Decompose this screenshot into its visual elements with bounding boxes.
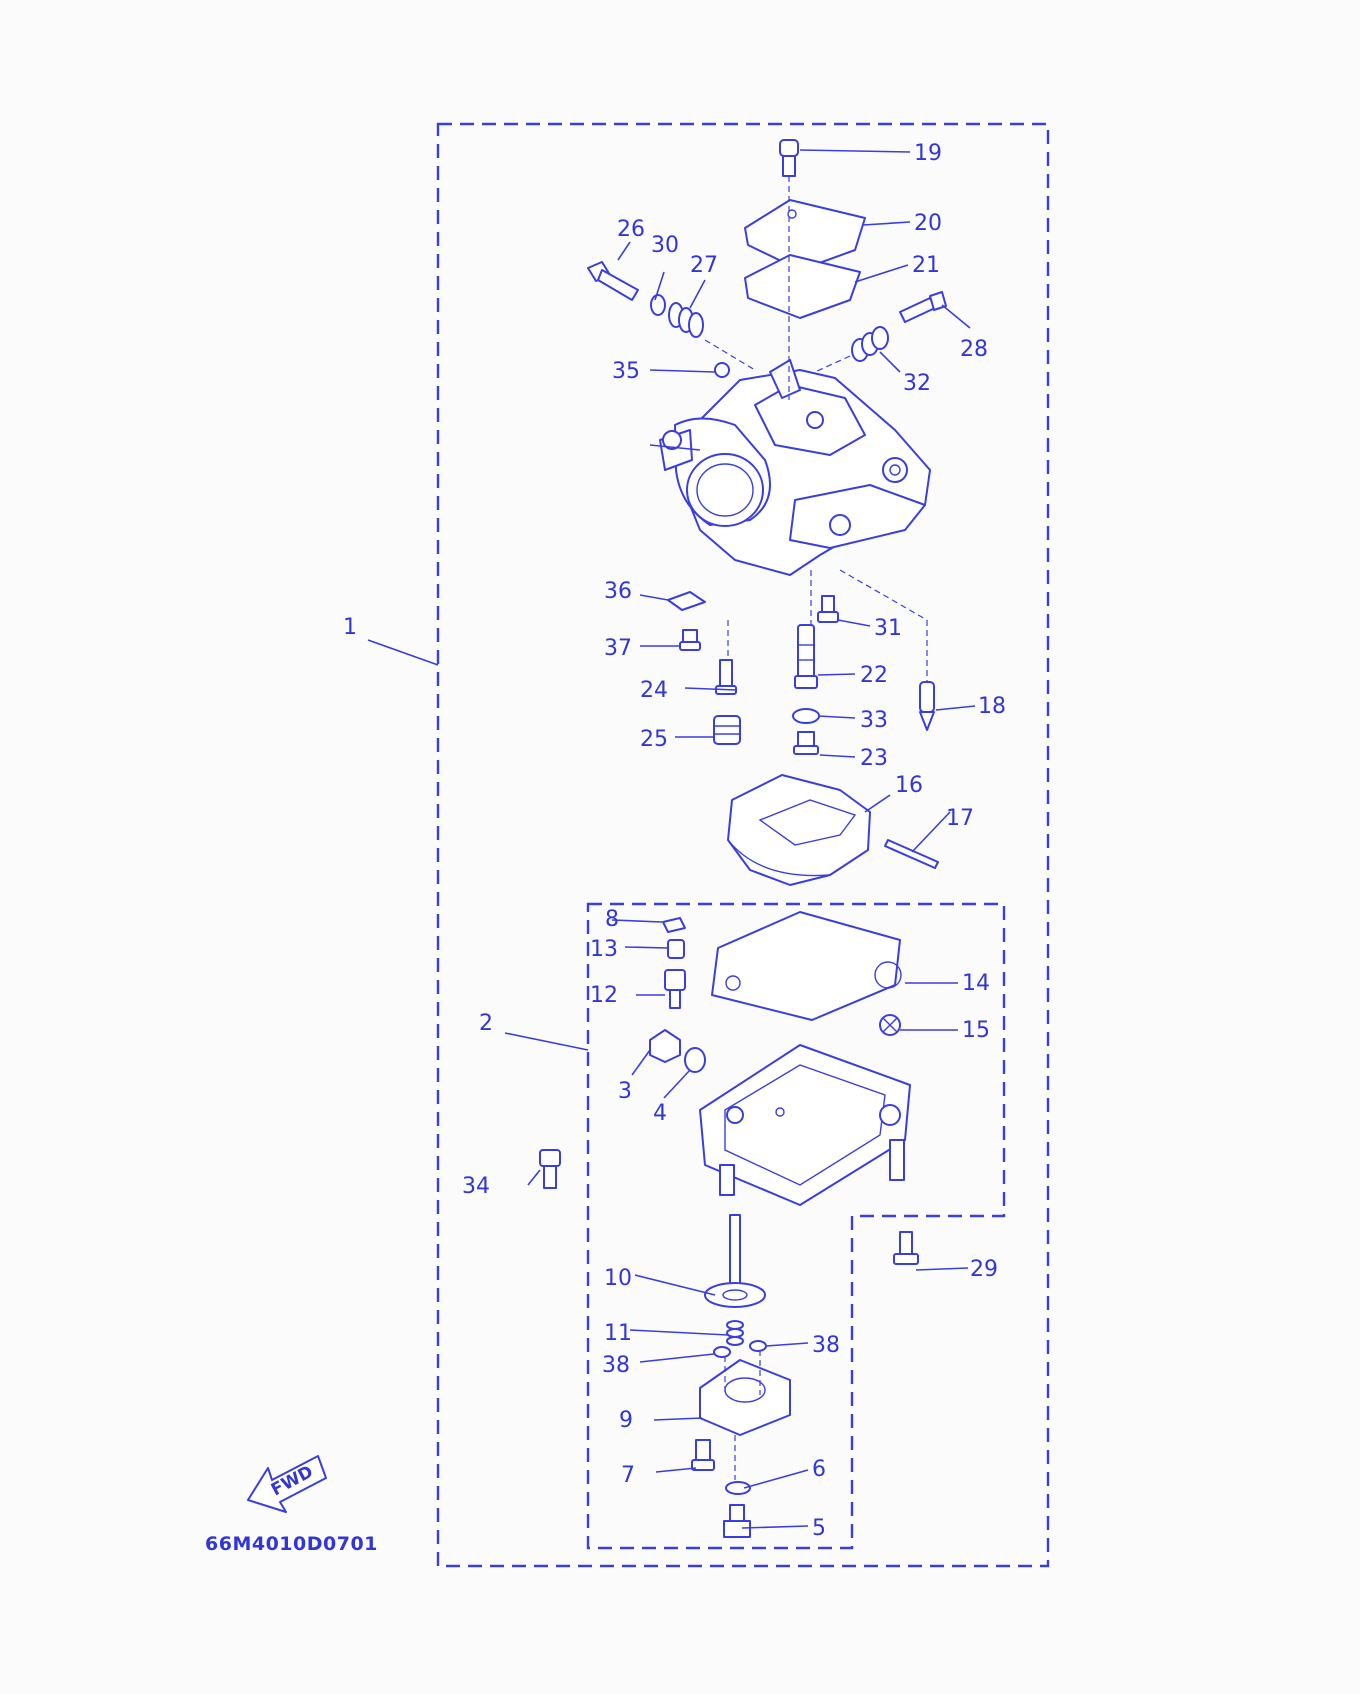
part-13-plug	[667, 939, 685, 959]
callout-34: 34	[462, 1174, 490, 1199]
callout-26: 26	[617, 217, 645, 242]
part-12-valve	[664, 969, 686, 1009]
callout-5: 5	[812, 1516, 826, 1541]
part-22-nozzle	[794, 624, 818, 689]
callout-10: 10	[604, 1266, 632, 1291]
drawing-code: 66M4010D0701	[205, 1533, 378, 1555]
part-21-gasket	[744, 254, 861, 319]
assembly-1-boundary	[436, 122, 1050, 1568]
callout-9: 9	[619, 1408, 633, 1433]
part-23-main-jet	[793, 731, 819, 755]
part-20-cover	[744, 199, 866, 271]
carburetor-body	[649, 359, 931, 576]
part-33-o-ring	[792, 708, 820, 724]
callout-17: 17	[946, 806, 974, 831]
callout-3: 3	[618, 1079, 632, 1104]
callout-30: 30	[651, 233, 679, 258]
callout-15: 15	[962, 1018, 990, 1043]
part-14-gasket	[711, 911, 901, 1021]
float-bowl	[699, 1044, 911, 1206]
callout-38-left: 38	[602, 1353, 630, 1378]
callout-25: 25	[640, 727, 668, 752]
callout-31: 31	[874, 616, 902, 641]
callout-labels: 1 2 3 4 5 6 7 8 9 10 11 12 13 14 15 16 1…	[343, 141, 1006, 1541]
fwd-arrow-icon: FWD	[247, 1455, 327, 1513]
callout-11: 11	[604, 1321, 632, 1346]
callout-2: 2	[479, 1011, 493, 1036]
part-27-spring	[668, 302, 704, 338]
callout-12: 12	[590, 983, 618, 1008]
part-16-float	[727, 774, 871, 886]
callout-36: 36	[604, 579, 632, 604]
callout-21: 21	[912, 253, 940, 278]
part-4-washer	[684, 1047, 706, 1073]
callout-20: 20	[914, 211, 942, 236]
part-28-throttle-stop-screw	[899, 291, 947, 323]
part-38-o-ring-left	[713, 1346, 731, 1358]
part-6-washer	[725, 1481, 751, 1495]
callout-29: 29	[970, 1257, 998, 1282]
leader-lines	[367, 149, 976, 1529]
callout-1: 1	[343, 615, 357, 640]
part-17-pin	[884, 839, 939, 869]
callout-32: 32	[903, 371, 931, 396]
callout-23: 23	[860, 746, 888, 771]
part-9-cover	[699, 1359, 791, 1436]
part-26-pilot-screw	[587, 261, 639, 301]
callout-4: 4	[653, 1101, 667, 1126]
callout-27: 27	[690, 253, 718, 278]
part-18-needle-valve	[919, 681, 935, 731]
callout-13: 13	[590, 937, 618, 962]
callout-28: 28	[960, 337, 988, 362]
callout-18: 18	[978, 694, 1006, 719]
part-7-screw	[691, 1439, 715, 1471]
part-29-bolt	[893, 1231, 919, 1265]
callout-7: 7	[621, 1463, 635, 1488]
part-30-o-ring	[650, 294, 666, 316]
callout-19: 19	[914, 141, 942, 166]
callout-6: 6	[812, 1457, 826, 1482]
part-38-o-ring-right	[749, 1340, 767, 1352]
callout-33: 33	[860, 708, 888, 733]
callout-24: 24	[640, 678, 668, 703]
part-8-cap	[662, 917, 686, 933]
part-34-screw	[539, 1149, 561, 1189]
part-31-screw	[817, 595, 839, 623]
callout-8: 8	[605, 907, 619, 932]
callout-37: 37	[604, 636, 632, 661]
part-25-plug	[713, 715, 741, 745]
part-36-plate	[667, 591, 706, 611]
callout-14: 14	[962, 971, 990, 996]
part-3-bolt	[649, 1029, 681, 1063]
callout-38-right: 38	[812, 1333, 840, 1358]
part-32-spring	[851, 326, 889, 362]
part-37-screw	[679, 629, 701, 651]
part-5-bolt	[723, 1504, 751, 1538]
callout-35: 35	[612, 359, 640, 384]
callout-16: 16	[895, 773, 923, 798]
part-35-screw	[714, 362, 730, 378]
callout-22: 22	[860, 663, 888, 688]
part-11-spring	[726, 1320, 744, 1346]
part-10-plunger	[704, 1214, 766, 1308]
assembly-2-boundary	[586, 902, 1006, 1550]
part-19-screw	[779, 139, 799, 177]
